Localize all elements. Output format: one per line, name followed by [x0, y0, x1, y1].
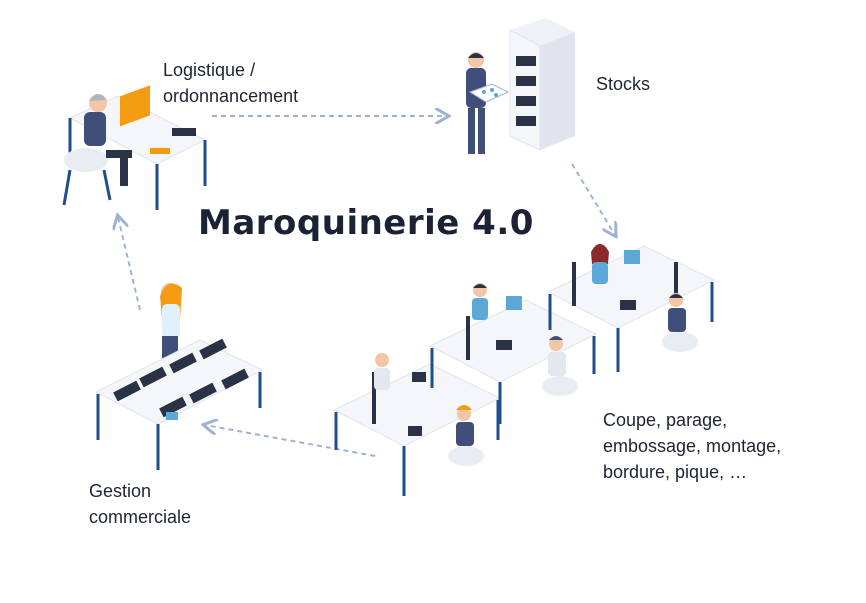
logistics-label: Logistique / ordonnancement: [163, 60, 299, 106]
arrow-production-to-sales: [205, 425, 376, 457]
workshop-workers-icon: [332, 244, 716, 496]
warehouse-shelf-worker-icon: [466, 18, 575, 154]
office-worker-at-computer-icon: [62, 85, 207, 210]
diagram-title: Maroquinerie 4.0: [198, 203, 534, 243]
arrow-stocks-to-production: [571, 163, 615, 235]
production-label: Coupe, parage, embossage, montage, bordu…: [603, 410, 782, 482]
arrow-sales-to-logistics: [118, 217, 141, 311]
stocks-label: Stocks: [596, 74, 651, 94]
sales-desk-worker-icon: [94, 283, 264, 470]
sales-label: Gestion commerciale: [89, 481, 192, 527]
